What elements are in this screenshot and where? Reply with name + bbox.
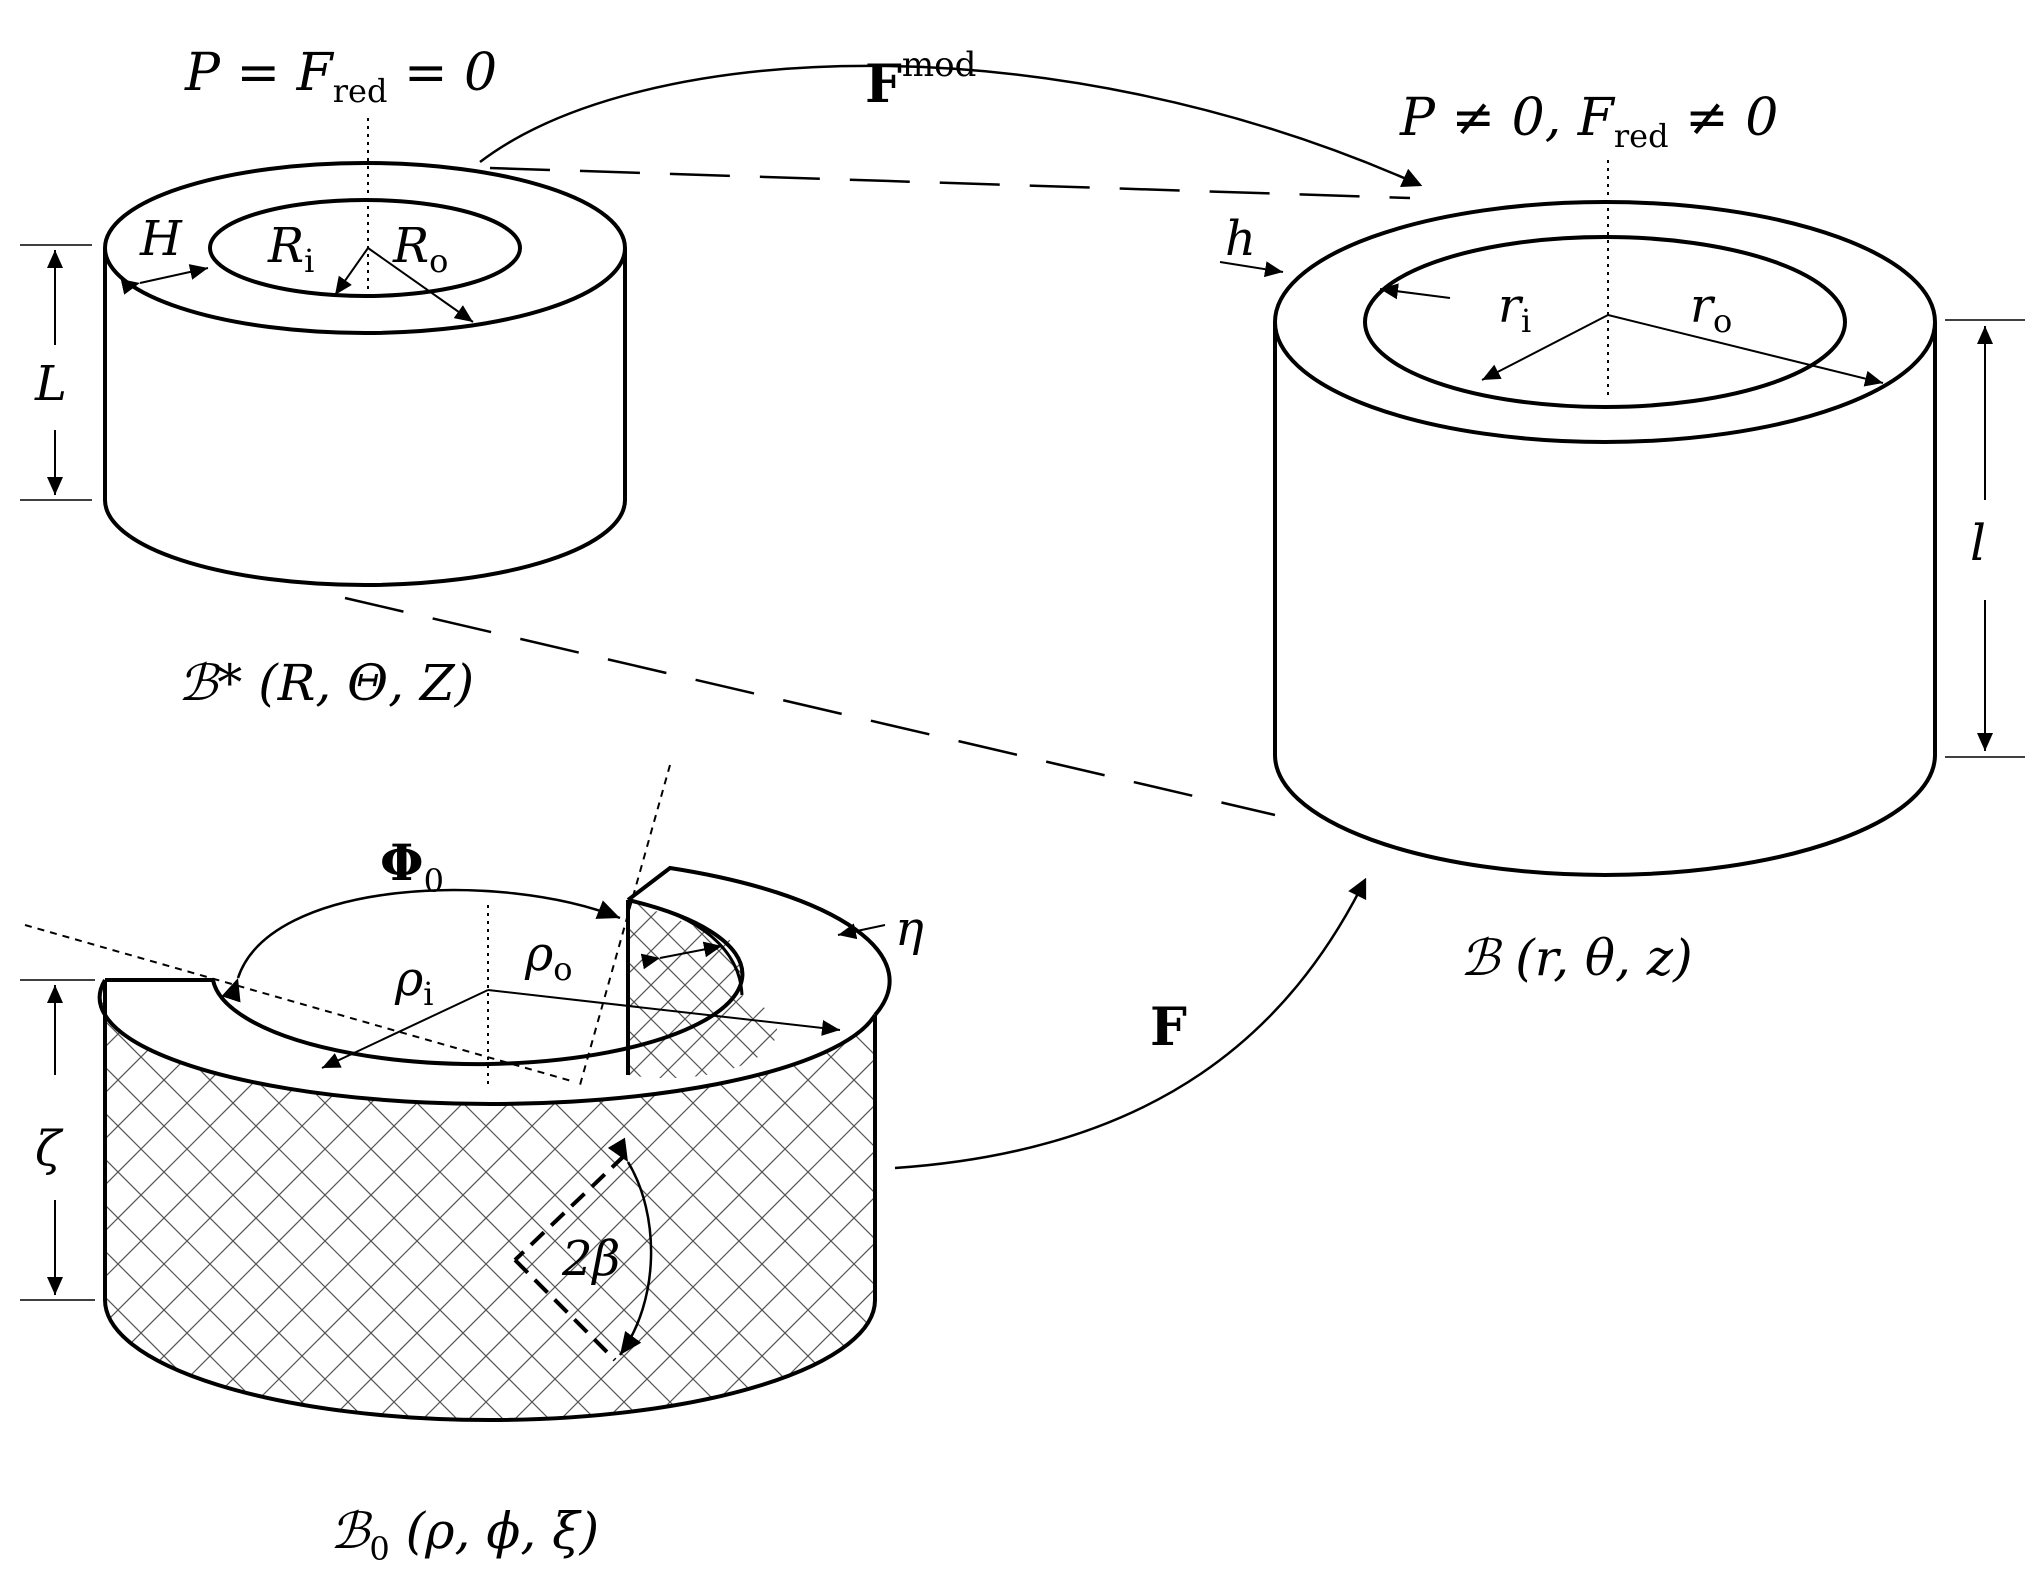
label-l: l bbox=[1970, 514, 1986, 572]
current-cylinder bbox=[1219, 160, 2025, 877]
label-zeta: ζ bbox=[35, 1121, 64, 1177]
label-B0: ℬ0 (ρ, ϕ, ξ) bbox=[330, 1502, 599, 1568]
correspondence-lines bbox=[344, 166, 1411, 817]
label-B: ℬ (r, θ, z) bbox=[1460, 929, 1693, 987]
label-R-i: Ri bbox=[267, 218, 314, 280]
reference-cylinder bbox=[20, 118, 627, 587]
label-H: H bbox=[139, 211, 183, 267]
label-rho-i: ρi bbox=[394, 951, 433, 1013]
label-r-o: ro bbox=[1690, 278, 1732, 340]
condition-unloaded: P = Fred = 0 bbox=[184, 43, 497, 110]
label-r-i: ri bbox=[1498, 278, 1531, 340]
map-arrow-Fmod bbox=[479, 64, 1423, 188]
label-Fmod: Fmod bbox=[865, 45, 976, 115]
label-rho-o: ρo bbox=[524, 926, 572, 988]
stress-free-split-ring bbox=[20, 764, 892, 1422]
inner-fiber-hatching bbox=[628, 900, 778, 1079]
label-Phi0: Φ0 bbox=[380, 833, 444, 900]
label-eta: η bbox=[895, 901, 924, 957]
label-B-star: ℬ* (R, Θ, Z) bbox=[178, 654, 474, 712]
condition-loaded: P ≠ 0, Fred ≠ 0 bbox=[1399, 88, 1778, 155]
label-two-beta: 2β bbox=[561, 1231, 620, 1287]
label-R-o: Ro bbox=[392, 218, 448, 280]
label-F: F bbox=[1150, 997, 1187, 1058]
label-L: L bbox=[34, 356, 67, 412]
label-h: h bbox=[1225, 211, 1256, 267]
map-arrow-F bbox=[894, 877, 1367, 1170]
